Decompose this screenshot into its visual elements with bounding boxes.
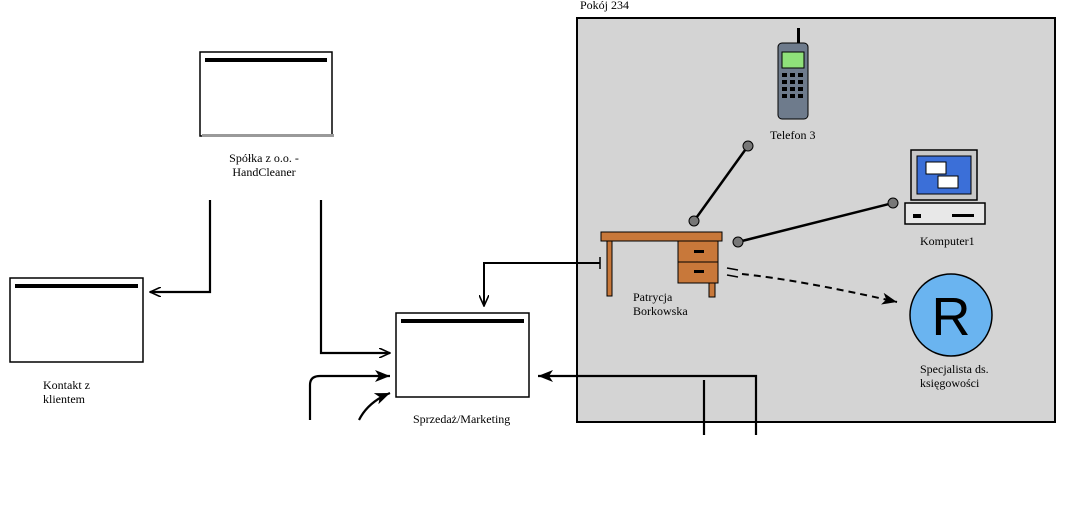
desk-icon[interactable]	[600, 231, 723, 298]
room-to-sales-connector[interactable]	[484, 262, 600, 306]
incoming-connector-1[interactable]	[308, 370, 390, 420]
person-label-line1: Patrycja	[633, 290, 673, 304]
company-unit-box[interactable]	[199, 51, 334, 137]
incoming-connector-2[interactable]	[358, 391, 391, 421]
person-label-line2: Borkowska	[633, 304, 688, 318]
contact-label-line2: klientem	[43, 392, 85, 406]
phone-label: Telefon 3	[770, 128, 816, 142]
role-letter: R	[932, 287, 971, 347]
role-label: Specjalista ds. księgowości	[920, 362, 989, 390]
sales-unit-label: Sprzedaż/Marketing	[413, 412, 511, 426]
external-to-sales-connector[interactable]	[538, 370, 758, 435]
room-title: Pokój 234	[580, 0, 630, 12]
desk-to-role-link[interactable]	[726, 267, 898, 305]
company-unit-label: Spółka z o.o. - HandCleaner	[214, 151, 314, 179]
role-label-line2: księgowości	[920, 376, 980, 390]
contact-unit-box[interactable]	[9, 277, 144, 363]
company-label-line2: HandCleaner	[232, 165, 296, 179]
desk-to-phone-link[interactable]	[688, 140, 754, 227]
role-label-line1: Specjalista ds.	[920, 362, 989, 376]
contact-label-line1: Kontakt z	[43, 378, 90, 392]
contact-unit-label: Kontakt z klientem	[43, 378, 90, 406]
person-label: Patrycja Borkowska	[633, 290, 688, 318]
role-circle-icon[interactable]: R	[909, 273, 993, 357]
company-label-line1: Spółka z o.o. -	[229, 151, 299, 165]
desk-to-computer-link[interactable]	[732, 197, 899, 248]
computer-label: Komputer1	[920, 234, 975, 248]
company-to-contact-connector[interactable]	[150, 200, 212, 292]
sales-unit-box[interactable]	[395, 312, 530, 398]
computer-icon[interactable]	[904, 149, 986, 225]
phone-icon[interactable]	[777, 28, 809, 120]
company-to-sales-connector[interactable]	[319, 200, 390, 353]
